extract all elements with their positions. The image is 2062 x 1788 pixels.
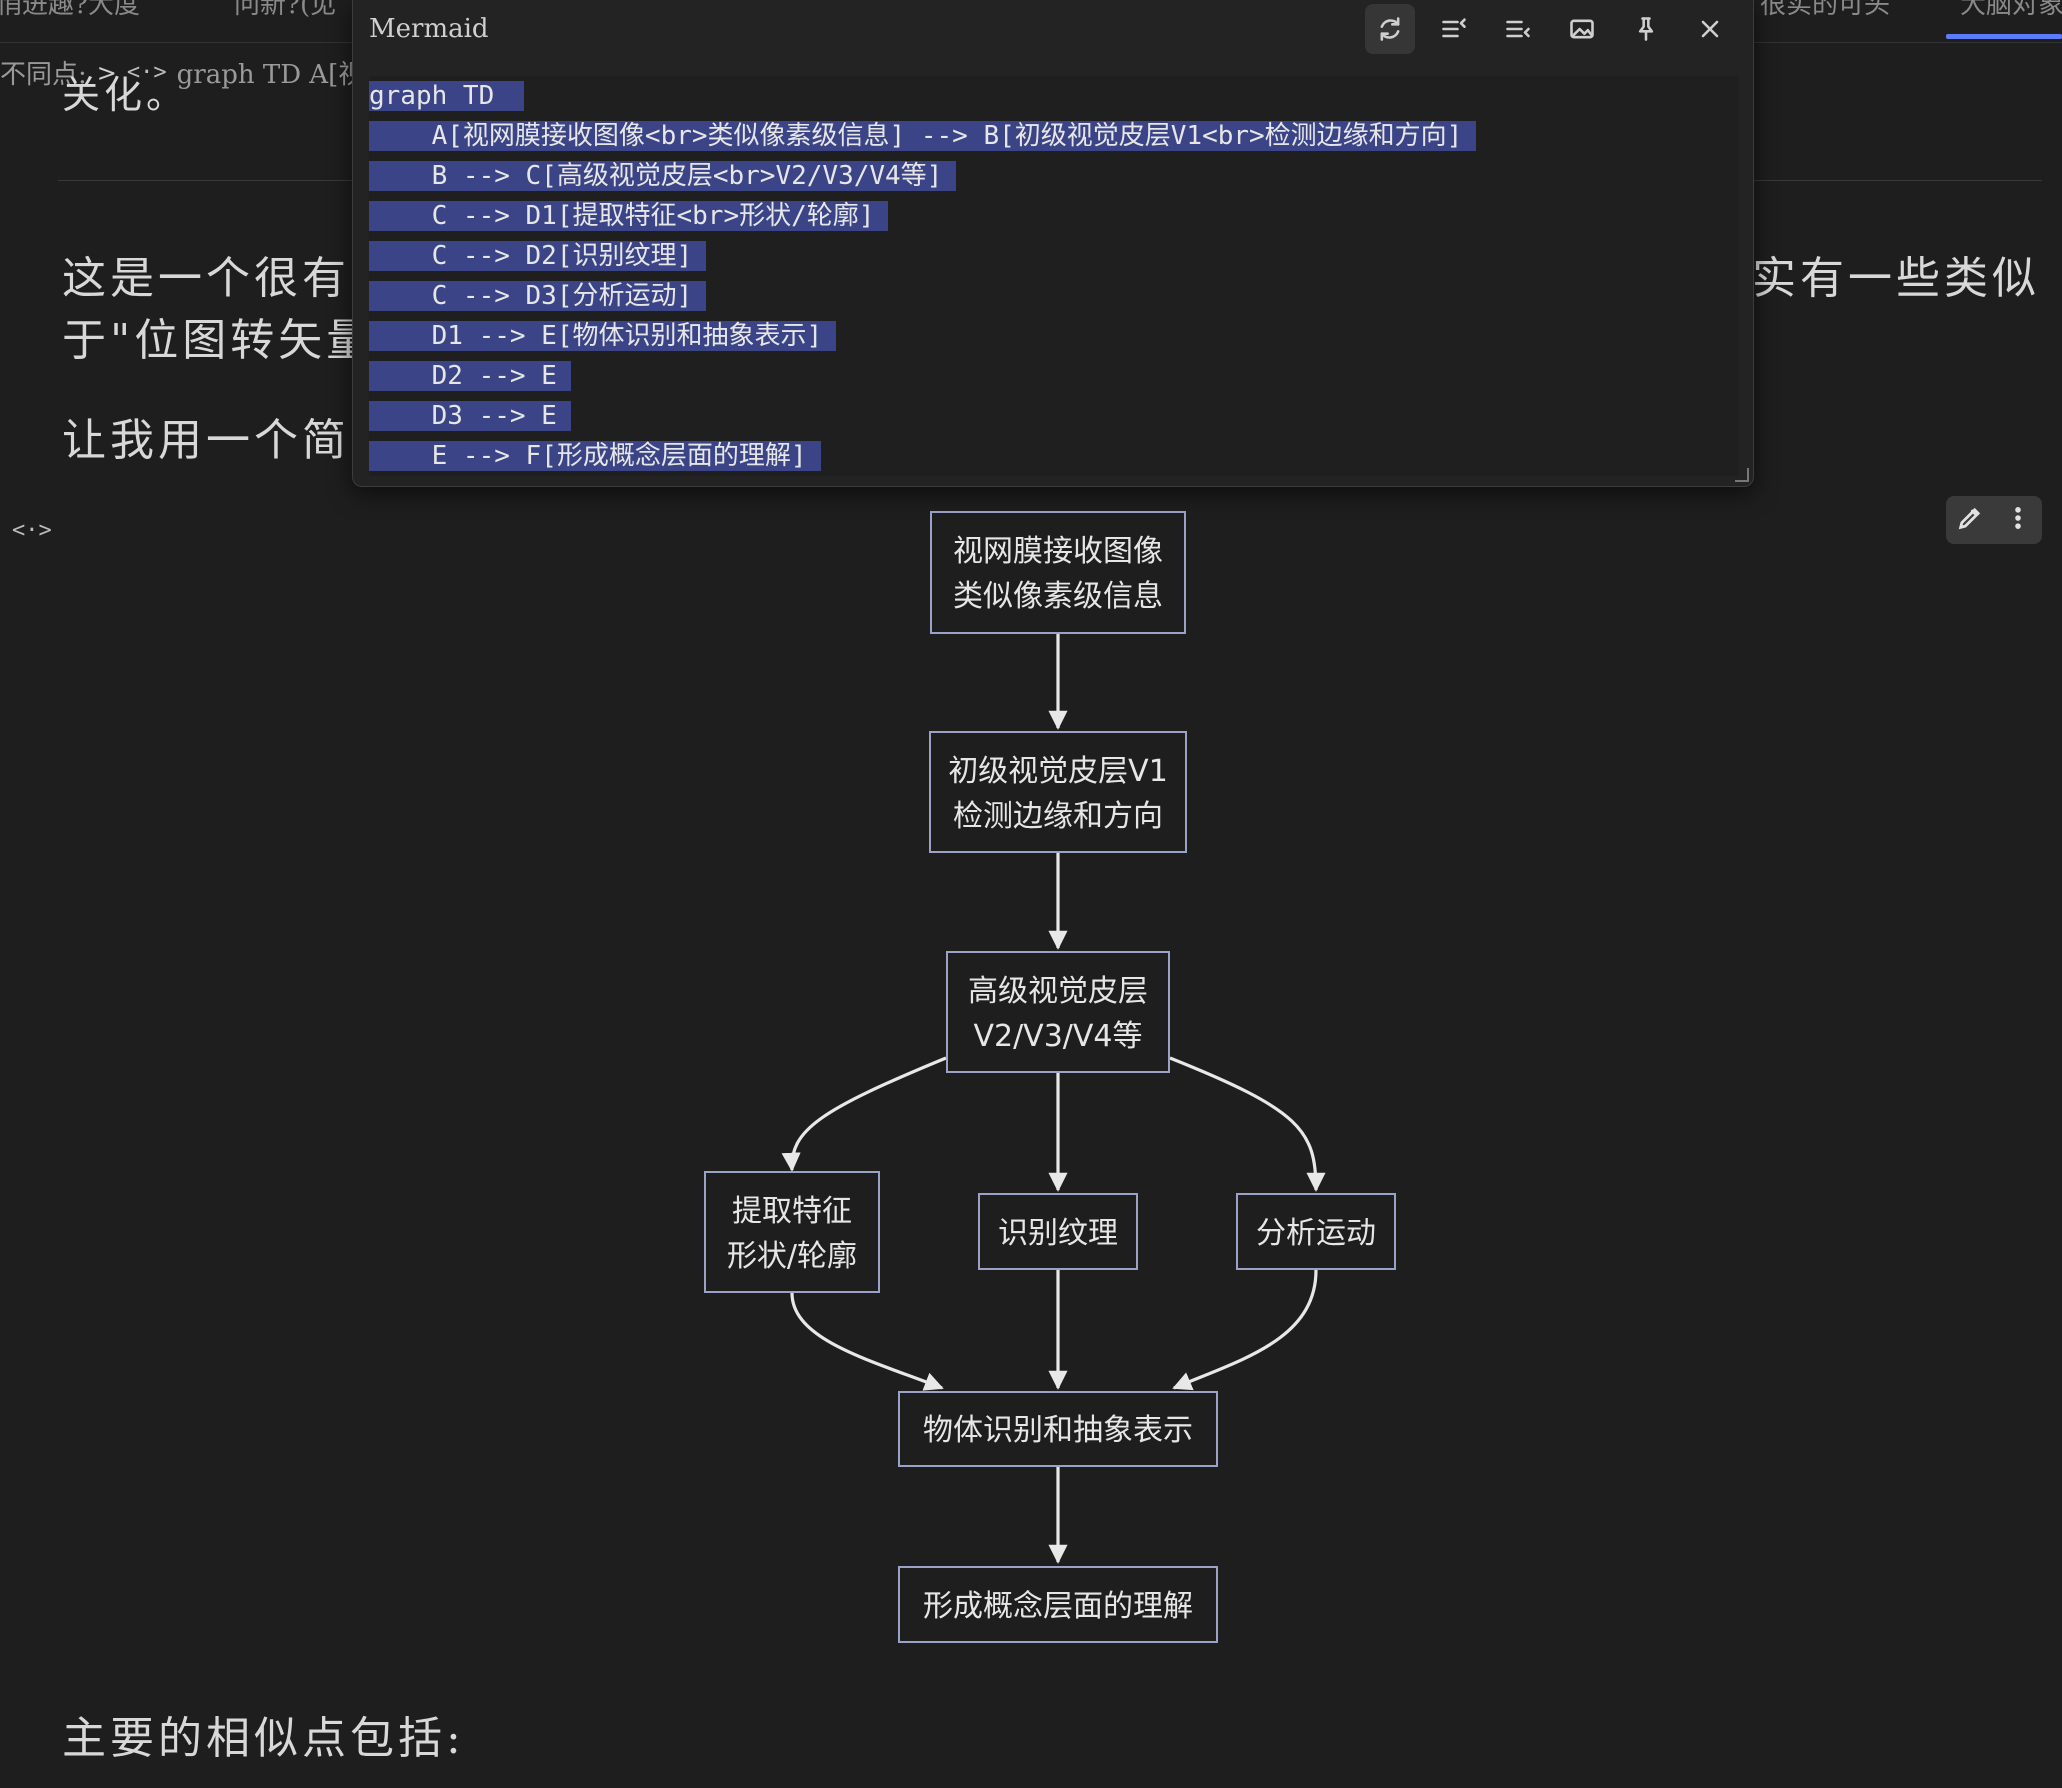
node-d3: 分析运动 (1236, 1193, 1396, 1270)
popup-toolbar (1365, 4, 1735, 54)
node-d2-label: 识别纹理 (998, 1216, 1118, 1251)
code-line[interactable]: A[视网膜接收图像<br>类似像素级信息] --> B[初级视觉皮层V1<br>… (369, 116, 1477, 156)
doc-line-top: 关化。 (62, 73, 189, 117)
code-icon: <·> (126, 60, 167, 85)
code-text[interactable]: graph TD A[视网膜接收图像<br>类似像素级信息] --> B[初级视… (369, 76, 1477, 476)
edge-d1-e (790, 1292, 944, 1391)
node-b-line-2: 检测边缘和方向 (953, 799, 1163, 834)
popup-title: Mermaid (369, 14, 489, 44)
node-d2: 识别纹理 (978, 1193, 1138, 1270)
node-f-label: 形成概念层面的理解 (923, 1589, 1193, 1624)
paragraph-1-line-2: 于"位图转矢量 (62, 315, 375, 366)
code-line[interactable]: D3 --> E (369, 396, 1476, 436)
code-line-text: E --> F[形成概念层面的理解] (369, 441, 821, 471)
code-line-text: graph TD (369, 81, 524, 111)
refresh-icon[interactable] (1365, 4, 1415, 54)
tab-2[interactable]: 问新?(见 (234, 0, 337, 20)
node-e-label: 物体识别和抽象表示 (923, 1413, 1193, 1448)
node-d1-line-2: 形状/轮廓 (727, 1239, 857, 1274)
code-line-text: B --> C[高级视觉皮层<br>V2/V3/V4等] (369, 161, 957, 191)
code-editor[interactable]: graph TD A[视网膜接收图像<br>类似像素级信息] --> B[初级视… (369, 76, 1739, 476)
resize-handle[interactable] (1735, 468, 1749, 482)
code-toggle-icon[interactable]: <·> (12, 518, 52, 543)
node-a: 视网膜接收图像 类似像素级信息 (930, 511, 1186, 634)
code-line[interactable]: D1 --> E[物体识别和抽象表示] (369, 316, 1476, 356)
node-e: 物体识别和抽象表示 (898, 1391, 1218, 1467)
breadcrumb: 不同点: > <·> graph TD A[视 (0, 54, 364, 91)
code-line-text: D2 --> E (369, 361, 571, 391)
node-b: 初级视觉皮层V1 检测边缘和方向 (929, 731, 1187, 853)
code-line[interactable]: E --> F[形成概念层面的理解] (369, 436, 1476, 476)
breadcrumb-item[interactable]: graph TD A[视 (176, 60, 365, 90)
wrap-right-icon[interactable] (1493, 4, 1543, 54)
pin-icon[interactable] (1621, 4, 1671, 54)
pencil-icon[interactable] (1956, 504, 1984, 536)
node-b-line-1: 初级视觉皮层V1 (948, 754, 1168, 789)
paragraph-2: 让我用一个简 (62, 415, 350, 466)
node-f: 形成概念层面的理解 (898, 1566, 1218, 1643)
wrap-left-icon[interactable] (1429, 4, 1479, 54)
node-d3-label: 分析运动 (1256, 1216, 1376, 1251)
tab-3[interactable]: 很实的可头 (1760, 0, 1891, 20)
node-a-line-2: 类似像素级信息 (953, 579, 1163, 614)
paragraph-1-line-1-tail: 实有一些类似 (1752, 253, 2040, 304)
tab-1[interactable]: 悄进趣?大度 (0, 0, 140, 20)
node-a-line-1: 视网膜接收图像 (953, 534, 1163, 569)
node-d1-line-1: 提取特征 (732, 1194, 852, 1229)
image-icon[interactable] (1557, 4, 1607, 54)
edit-toolbar (1946, 496, 2042, 544)
more-vertical-icon[interactable] (2004, 504, 2032, 536)
code-line[interactable]: graph TD (369, 76, 1476, 116)
breadcrumb-prefix[interactable]: 不同点: (0, 60, 87, 90)
node-c: 高级视觉皮层 V2/V3/V4等 (946, 951, 1170, 1073)
code-line[interactable]: C --> D3[分析运动] (369, 276, 1476, 316)
code-line-text: C --> D1[提取特征<br>形状/轮廓] (369, 201, 889, 231)
edge-d3-e (1172, 1269, 1318, 1391)
code-line[interactable]: B --> C[高级视觉皮层<br>V2/V3/V4等] (369, 156, 1476, 196)
tab-active[interactable]: 大脑对象 (1960, 0, 2062, 20)
code-line[interactable]: D2 --> E (369, 356, 1476, 396)
code-line-text: D3 --> E (369, 401, 571, 431)
node-d1: 提取特征 形状/轮廓 (704, 1171, 880, 1293)
chevron-right-icon: > (96, 58, 117, 87)
code-line-text: C --> D2[识别纹理] (369, 241, 707, 271)
code-line-text: C --> D3[分析运动] (369, 281, 707, 311)
code-line[interactable]: C --> D1[提取特征<br>形状/轮廓] (369, 196, 1476, 236)
active-tab-indicator (1946, 34, 2062, 39)
node-c-line-1: 高级视觉皮层 (968, 974, 1148, 1009)
close-icon[interactable] (1685, 4, 1735, 54)
edge-c-d3 (1169, 1056, 1326, 1192)
paragraph-1-line-1: 这是一个很有 (62, 253, 350, 304)
code-line[interactable]: C --> D2[识别纹理] (369, 236, 1476, 276)
mermaid-popup: Mermaid graph TD A[视网膜接收图像<br>类似像素级信息] -… (352, 0, 1754, 487)
node-c-line-2: V2/V3/V4等 (973, 1019, 1142, 1054)
edge-c-d1 (781, 1056, 947, 1172)
code-line-text: D1 --> E[物体识别和抽象表示] (369, 321, 837, 351)
code-line-text: A[视网膜接收图像<br>类似像素级信息] --> B[初级视觉皮层V1<br>… (369, 121, 1477, 151)
paragraph-bottom: 主要的相似点包括: (62, 1713, 465, 1764)
